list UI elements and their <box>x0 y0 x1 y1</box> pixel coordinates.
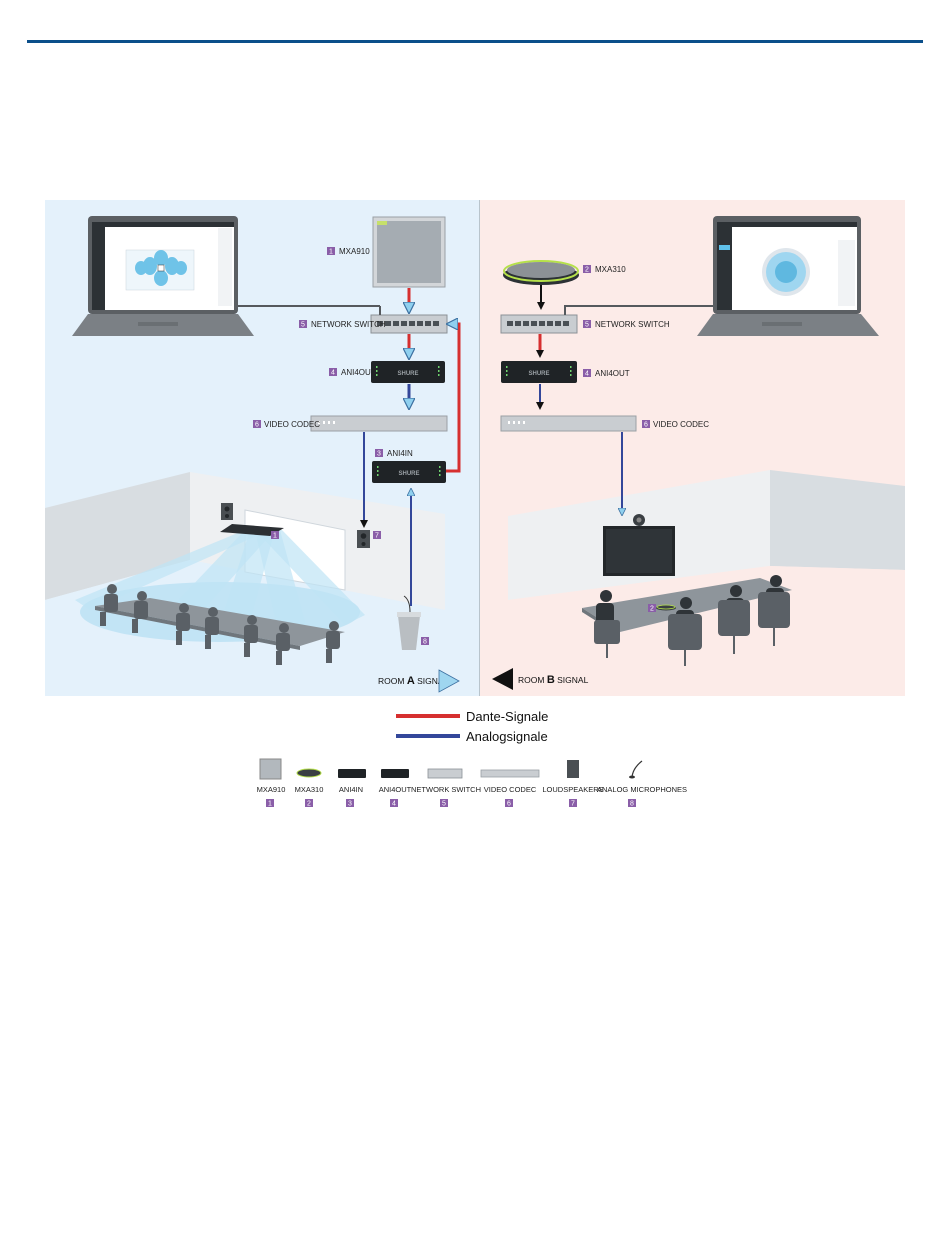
mxa910-icon <box>260 759 281 779</box>
mxa310-icon <box>297 769 321 777</box>
ani4in-icon <box>338 769 366 778</box>
video-codec-icon <box>481 770 539 777</box>
table-mic-badge: 2 <box>650 606 654 613</box>
loudspeaker-room-a-right <box>357 530 370 548</box>
loudspeaker-icon <box>567 760 579 778</box>
key-item-analog-microphones: ANALOG MICROPHONES 8 <box>597 761 687 808</box>
switch-b-badge: 5 <box>585 322 589 329</box>
device-key: MXA910 1 MXA310 2 ANI4IN 3 ANI4OUT 4 <box>257 759 687 808</box>
key-item-ani4out: ANI4OUT 4 <box>379 769 412 808</box>
key-item-video-codec: VIDEO CODEC 6 <box>481 770 539 808</box>
dante-legend-label: Dante-Signale <box>466 709 548 724</box>
key-item-ani4in: ANI4IN 3 <box>338 769 366 808</box>
ani4out-room-b: SHURE <box>501 361 577 383</box>
ani4in-room-a: SHURE <box>372 461 446 483</box>
loudspeaker-room-a-left <box>221 503 233 520</box>
mxa310-device <box>503 261 579 285</box>
svg-text:3: 3 <box>348 801 352 808</box>
svg-text:4: 4 <box>392 801 396 808</box>
svg-text:SHURE: SHURE <box>397 371 418 377</box>
svg-text:LOUDSPEAKERS: LOUDSPEAKERS <box>542 785 603 794</box>
ani4out-icon <box>381 769 409 778</box>
ani4in-badge: 3 <box>377 451 381 458</box>
ceiling-mic-badge: 1 <box>273 533 277 540</box>
mxa910-badge: 1 <box>329 249 333 256</box>
mxa910-device <box>373 217 445 287</box>
legend: Dante-Signale Analogsignale <box>396 709 548 744</box>
svg-text:NETWORK SWITCH: NETWORK SWITCH <box>411 785 481 794</box>
ani4out-b-label: ANI4OUT <box>595 369 630 378</box>
svg-text:ANI4OUT: ANI4OUT <box>379 785 412 794</box>
podium-mic-badge: 8 <box>423 639 427 646</box>
key-item-loudspeakers: LOUDSPEAKERS 7 <box>542 760 603 808</box>
room-b-signal-label: ROOM B SIGNAL <box>518 674 589 686</box>
codec-a-label: VIDEO CODEC <box>264 420 320 429</box>
mxa910-label: MXA910 <box>339 247 370 256</box>
laptop-room-a <box>72 216 254 336</box>
key-item-mxa910: MXA910 1 <box>257 759 286 808</box>
ani4out-room-a: SHURE <box>371 361 445 383</box>
svg-text:MXA310: MXA310 <box>295 785 324 794</box>
switch-a-label: NETWORK SWITCH <box>311 320 386 329</box>
svg-text:2: 2 <box>307 801 311 808</box>
ani4in-label: ANI4IN <box>387 449 413 458</box>
mxa310-label: MXA310 <box>595 265 626 274</box>
video-codec-room-a <box>311 416 447 431</box>
svg-text:ANALOG MICROPHONES: ANALOG MICROPHONES <box>597 785 687 794</box>
svg-text:1: 1 <box>268 801 272 808</box>
microphone-icon <box>632 761 642 777</box>
switch-a-badge: 5 <box>301 322 305 329</box>
svg-text:8: 8 <box>630 801 634 808</box>
svg-text:5: 5 <box>442 801 446 808</box>
ani4out-b-badge: 4 <box>585 371 589 378</box>
key-item-network-switch: NETWORK SWITCH 5 <box>411 769 481 808</box>
svg-text:VIDEO CODEC: VIDEO CODEC <box>484 785 537 794</box>
svg-text:7: 7 <box>571 801 575 808</box>
ani4out-a-label: ANI4OUT <box>341 368 376 377</box>
network-switch-room-b <box>501 315 577 333</box>
room-a-signal-label: ROOM A SIGNAL <box>378 675 449 687</box>
ani4out-a-badge: 4 <box>331 370 335 377</box>
key-item-mxa310: MXA310 2 <box>295 769 324 808</box>
codec-a-badge: 6 <box>255 422 259 429</box>
svg-text:SHURE: SHURE <box>398 471 419 477</box>
analog-legend-label: Analogsignale <box>466 729 548 744</box>
loudspeaker-badge: 7 <box>375 533 379 540</box>
switch-b-label: NETWORK SWITCH <box>595 320 670 329</box>
video-codec-room-b <box>501 416 636 431</box>
svg-text:SHURE: SHURE <box>528 371 549 377</box>
mxa310-badge: 2 <box>585 267 589 274</box>
svg-text:6: 6 <box>507 801 511 808</box>
svg-text:ANI4IN: ANI4IN <box>339 785 363 794</box>
network-switch-icon <box>428 769 462 778</box>
laptop-room-b <box>697 216 879 336</box>
codec-b-label: VIDEO CODEC <box>653 420 709 429</box>
codec-b-badge: 6 <box>644 422 648 429</box>
svg-text:MXA910: MXA910 <box>257 785 286 794</box>
